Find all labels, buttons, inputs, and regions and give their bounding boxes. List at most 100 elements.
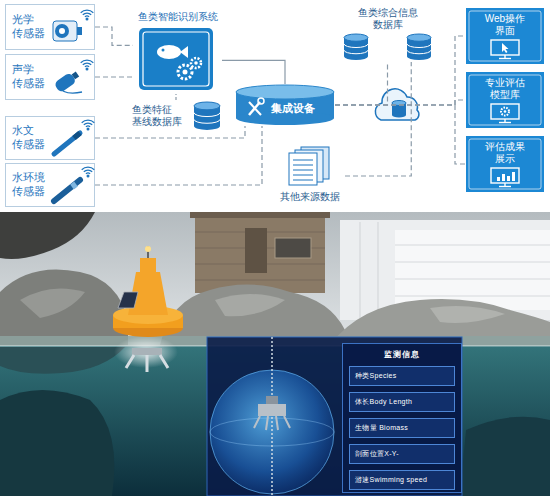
info-row: 种类Species: [349, 366, 455, 386]
database-node: 鱼类综合信息 数据库: [340, 4, 435, 62]
connector-line: [335, 36, 466, 105]
row-label: 种类Species: [355, 371, 397, 381]
wooden-house: [190, 212, 330, 293]
chart-icon: [469, 139, 541, 189]
document-node: 其他来源数据: [275, 146, 345, 206]
building: [395, 262, 550, 263]
rocks: [160, 284, 350, 345]
system-icon: [162, 49, 165, 52]
row-label: 游速Swimming speed: [355, 475, 427, 485]
sensor-label: 水环境 传感器: [12, 171, 49, 199]
top-background: [0, 0, 550, 212]
sonar-device: [132, 348, 162, 355]
buoy: [145, 246, 151, 252]
connector-line: [335, 62, 388, 105]
system-icon: [178, 65, 192, 79]
system-icon: [143, 32, 209, 86]
env-icon: [54, 180, 80, 201]
database-label: 鱼类特征 基线数据库: [132, 104, 186, 128]
row-label: 体长Body Length: [355, 397, 412, 407]
rocks: [0, 212, 95, 259]
system-box: 鱼类智能识别系统: [133, 10, 222, 94]
connector-line: [95, 76, 133, 77]
chart-icon: [491, 168, 519, 183]
system-icon: [194, 61, 198, 65]
connector-line: [95, 27, 133, 45]
db2-icon: [344, 34, 368, 41]
cyl-icon: [236, 85, 334, 99]
tile-label: 评估成果 展示: [480, 141, 530, 165]
env-icon: [82, 167, 95, 170]
db2-icon: [344, 50, 368, 54]
connector-line: [335, 105, 466, 164]
optical-icon: [81, 10, 94, 13]
output-tile: Web操作 界面: [466, 8, 544, 64]
acoustic-icon: [81, 60, 94, 63]
docs-icon: [293, 165, 313, 166]
system-icon: [139, 28, 213, 90]
rocks: [20, 288, 85, 318]
acoustic-icon: [72, 72, 80, 80]
dbright-icon: [194, 102, 220, 110]
hydro-icon: [84, 123, 92, 125]
sensor-label: 水文 传感器: [12, 124, 49, 152]
db2-icon: [407, 50, 431, 54]
web-icon: [502, 43, 509, 53]
wooden-house: [275, 238, 311, 258]
system-icon: [183, 70, 188, 75]
row-label: 生物量 Biomass: [355, 423, 408, 433]
cyl-icon: [258, 98, 264, 104]
web-icon: [499, 58, 511, 59]
cyl-icon: [249, 102, 261, 115]
acoustic-icon: [83, 63, 91, 65]
env-icon: [86, 172, 90, 174]
web-icon: [491, 40, 519, 55]
building: [395, 245, 550, 246]
chart-icon: [507, 176, 510, 181]
tile-label: 专业评估 模型库: [480, 77, 530, 101]
db2-icon: [407, 34, 431, 41]
rocks: [430, 306, 505, 323]
info-row: 生物量 Biomass: [349, 418, 455, 438]
sonar-device: [126, 348, 168, 372]
dbright-icon: [194, 119, 220, 123]
wooden-house: [195, 218, 325, 293]
connector-line: [222, 60, 285, 84]
system-icon: [133, 10, 219, 94]
acoustic-icon: [58, 86, 82, 93]
cloud-database-icon: [375, 89, 418, 120]
chart-icon: [497, 177, 500, 181]
panel-heading: 监测信息: [343, 349, 461, 360]
docs-icon: [289, 153, 317, 185]
chart-icon: [499, 186, 511, 187]
buoy: [118, 292, 138, 308]
cyl-icon: [249, 102, 260, 115]
water: [0, 347, 125, 374]
connector-line: [345, 62, 411, 176]
optical-icon: [85, 15, 89, 17]
web-icon: [504, 55, 505, 58]
integration-cylinder: 集成设备: [235, 84, 335, 126]
connector-line: [175, 94, 176, 100]
building: [395, 296, 550, 297]
system-icon: [191, 58, 201, 68]
document-label: 其他来源数据: [280, 190, 340, 204]
model-icon: [504, 110, 507, 113]
sensor-label: 光学 传感器: [12, 13, 49, 41]
model-icon: [491, 104, 519, 119]
connector-line: [95, 126, 262, 185]
sensor-box: 水文 传感器: [5, 116, 95, 160]
rocks: [215, 294, 285, 316]
optical-icon: [86, 18, 89, 21]
env-icon: [87, 175, 90, 178]
output-tile: 评估成果 展示: [466, 136, 544, 192]
rocks: [0, 270, 128, 346]
model-icon: [501, 108, 509, 116]
docs-icon: [293, 180, 313, 181]
row-label: 剖面位置X-Y-: [355, 449, 399, 459]
water: [460, 417, 550, 496]
monitor-screen: [271, 337, 273, 496]
model-icon: [469, 75, 541, 125]
cloud-database-icon: [392, 113, 406, 118]
optical-icon: [59, 28, 65, 34]
